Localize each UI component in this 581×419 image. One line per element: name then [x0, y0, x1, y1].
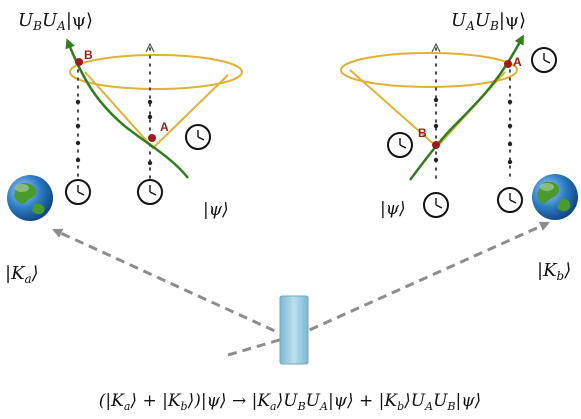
left-light-cone — [69, 54, 243, 150]
left-panel-title: UBUA|ψ⟩ — [18, 10, 93, 33]
right-point-b — [432, 141, 440, 149]
right-panel: A B UAUB|ψ⟩ |ψ⟩ — [340, 10, 557, 219]
left-worldline — [65, 38, 189, 179]
left-point-b-label: B — [84, 48, 93, 62]
left-point-a-label: A — [160, 120, 169, 134]
right-panel-title: UAUB|ψ⟩ — [451, 10, 526, 33]
left-time-axis-2 — [145, 42, 155, 179]
right-point-b-label: B — [418, 126, 427, 140]
clock-icon — [423, 192, 449, 218]
clock-icon — [531, 47, 557, 73]
left-point-a — [148, 134, 156, 142]
clock-icon — [137, 179, 163, 205]
incoming-beam — [227, 336, 287, 357]
right-worldline — [409, 34, 524, 181]
beam-splitter-icon — [279, 295, 309, 365]
earth-icon — [7, 175, 53, 221]
left-panel: B A UBUA|ψ⟩ |ψ⟩ — [18, 10, 243, 220]
clock-icon — [497, 187, 523, 213]
left-time-axis-1 — [75, 69, 81, 179]
left-state-label: |ψ⟩ — [203, 200, 229, 220]
arrow-to-earth-right — [295, 221, 550, 338]
clock-icon — [387, 132, 413, 158]
earth-right-label: |Kb⟩ — [537, 260, 571, 283]
right-point-a-label: A — [513, 55, 522, 69]
right-point-a — [504, 60, 512, 68]
earth-icon — [532, 174, 578, 220]
right-state-label: |ψ⟩ — [380, 199, 406, 219]
arrow-to-earth-left — [52, 228, 289, 339]
clock-icon — [185, 124, 211, 150]
clock-icon — [65, 179, 91, 205]
right-light-cone — [340, 52, 518, 149]
bottom-equation: (|Ka⟩ + |Kb⟩)|ψ⟩ → |Ka⟩UBUA|ψ⟩ + |Kb⟩UAU… — [99, 391, 481, 413]
earth-left-label: |Ka⟩ — [5, 263, 39, 286]
left-point-b — [75, 58, 83, 66]
right-time-axis-1 — [431, 42, 441, 179]
right-time-axis-2 — [507, 69, 513, 179]
